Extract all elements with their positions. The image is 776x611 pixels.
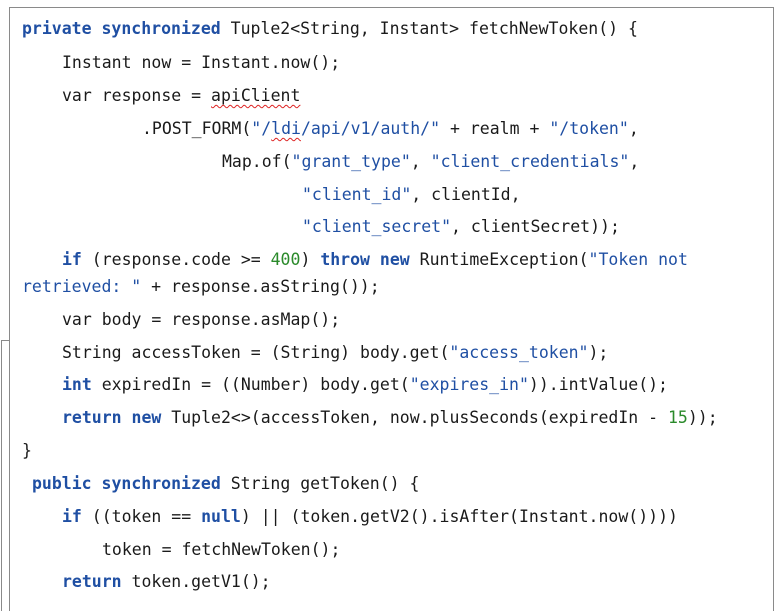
code-token: var response = <box>62 86 212 105</box>
code-line: private synchronized Tuple2<String, Inst… <box>22 19 638 39</box>
code-token: 400 <box>270 250 301 269</box>
code-token: retrieved: " <box>22 277 142 296</box>
code-token: "access_token" <box>449 343 589 362</box>
code-line: Instant now = Instant.now(); <box>62 53 340 73</box>
code-token <box>370 250 380 269</box>
code-token: return <box>62 572 122 591</box>
code-token: if <box>62 507 82 526</box>
code-token: + response.asString()); <box>141 277 380 296</box>
code-token: "/ <box>251 119 272 138</box>
code-token: return <box>62 408 122 427</box>
code-line: return new Tuple2<>(accessToken, now.plu… <box>62 408 718 428</box>
code-token: .POST_FORM( <box>142 119 252 138</box>
code-token: , clientId, <box>411 185 521 204</box>
code-line: if (response.code >= 400) throw new Runt… <box>62 250 688 270</box>
code-token: , <box>628 119 639 138</box>
code-line: "client_secret", clientSecret)); <box>302 217 620 237</box>
code-token: if <box>62 250 82 269</box>
code-token: } <box>22 441 32 460</box>
code-token: , <box>629 152 640 171</box>
code-token: token = fetchNewToken(); <box>102 540 341 559</box>
code-token: "client_credentials" <box>430 152 630 171</box>
code-token: ); <box>588 343 609 362</box>
code-line: var body = response.asMap(); <box>62 310 340 330</box>
code-token: /api/v1/auth/" <box>300 119 441 138</box>
code-token: synchronized <box>101 474 221 493</box>
code-token: "expires_in" <box>409 375 529 394</box>
code-token: "Token not <box>588 250 688 269</box>
code-token: Map.of( <box>222 152 292 171</box>
code-token: "client_secret" <box>302 217 452 236</box>
code-line: token = fetchNewToken(); <box>102 540 340 560</box>
code-token <box>92 474 102 493</box>
code-token: Tuple2<String, Instant> fetchNewToken() … <box>220 19 638 38</box>
code-token: throw <box>320 250 370 269</box>
code-line: return token.getV1(); <box>62 572 271 592</box>
code-token: var body = response.asMap(); <box>62 310 341 329</box>
code-token: new <box>131 408 162 427</box>
code-token: public <box>32 474 92 493</box>
code-token: )); <box>687 408 718 427</box>
code-line: .POST_FORM("/ldi/api/v1/auth/" + realm +… <box>142 119 639 139</box>
code-token: 15 <box>668 408 688 427</box>
code-line: var response = apiClient <box>62 86 300 106</box>
left-margin-bracket <box>1 340 9 611</box>
code-line: int expiredIn = ((Number) body.get("expi… <box>62 375 668 395</box>
code-token: ) <box>300 250 321 269</box>
code-token: expiredIn = ((Number) body.get( <box>91 375 410 394</box>
code-token: private <box>22 19 92 38</box>
code-token: int <box>62 375 92 394</box>
code-line: retrieved: " + response.asString()); <box>22 277 380 297</box>
code-line: if ((token == null) || (token.getV2().is… <box>62 507 678 527</box>
code-token: String accessToken = (String) body.get( <box>62 343 450 362</box>
code-token: apiClient <box>211 86 301 105</box>
code-token: String getToken() { <box>220 474 420 493</box>
code-token: )).intValue(); <box>528 375 668 394</box>
code-frame <box>9 7 774 611</box>
code-token: ) || (token.getV2().isAfter(Instant.now(… <box>240 507 678 526</box>
code-line: } <box>22 441 32 461</box>
code-token: "grant_type" <box>291 152 411 171</box>
code-token: token.getV1(); <box>121 572 271 591</box>
code-line: "client_id", clientId, <box>302 185 521 205</box>
code-line: String accessToken = (String) body.get("… <box>62 343 608 363</box>
code-token: Tuple2<>(accessToken, now.plusSeconds(ex… <box>161 408 668 427</box>
code-line: Map.of("grant_type", "client_credentials… <box>222 152 639 172</box>
code-token: Instant now = Instant.now(); <box>62 53 341 72</box>
code-token: , <box>410 152 431 171</box>
code-token <box>122 408 132 427</box>
code-token: + realm + <box>440 119 550 138</box>
code-token: synchronized <box>101 19 221 38</box>
code-token: (response.code >= <box>81 250 271 269</box>
code-token: ldi <box>271 119 301 138</box>
code-token: new <box>379 250 410 269</box>
code-token: RuntimeException( <box>409 250 589 269</box>
code-token: "/token" <box>549 119 629 138</box>
code-token: "client_id" <box>302 185 412 204</box>
code-token <box>92 19 102 38</box>
code-token: ((token == <box>81 507 202 526</box>
code-token: null <box>201 507 241 526</box>
code-token: , clientSecret)); <box>451 217 620 236</box>
code-line: public synchronized String getToken() { <box>32 474 419 494</box>
